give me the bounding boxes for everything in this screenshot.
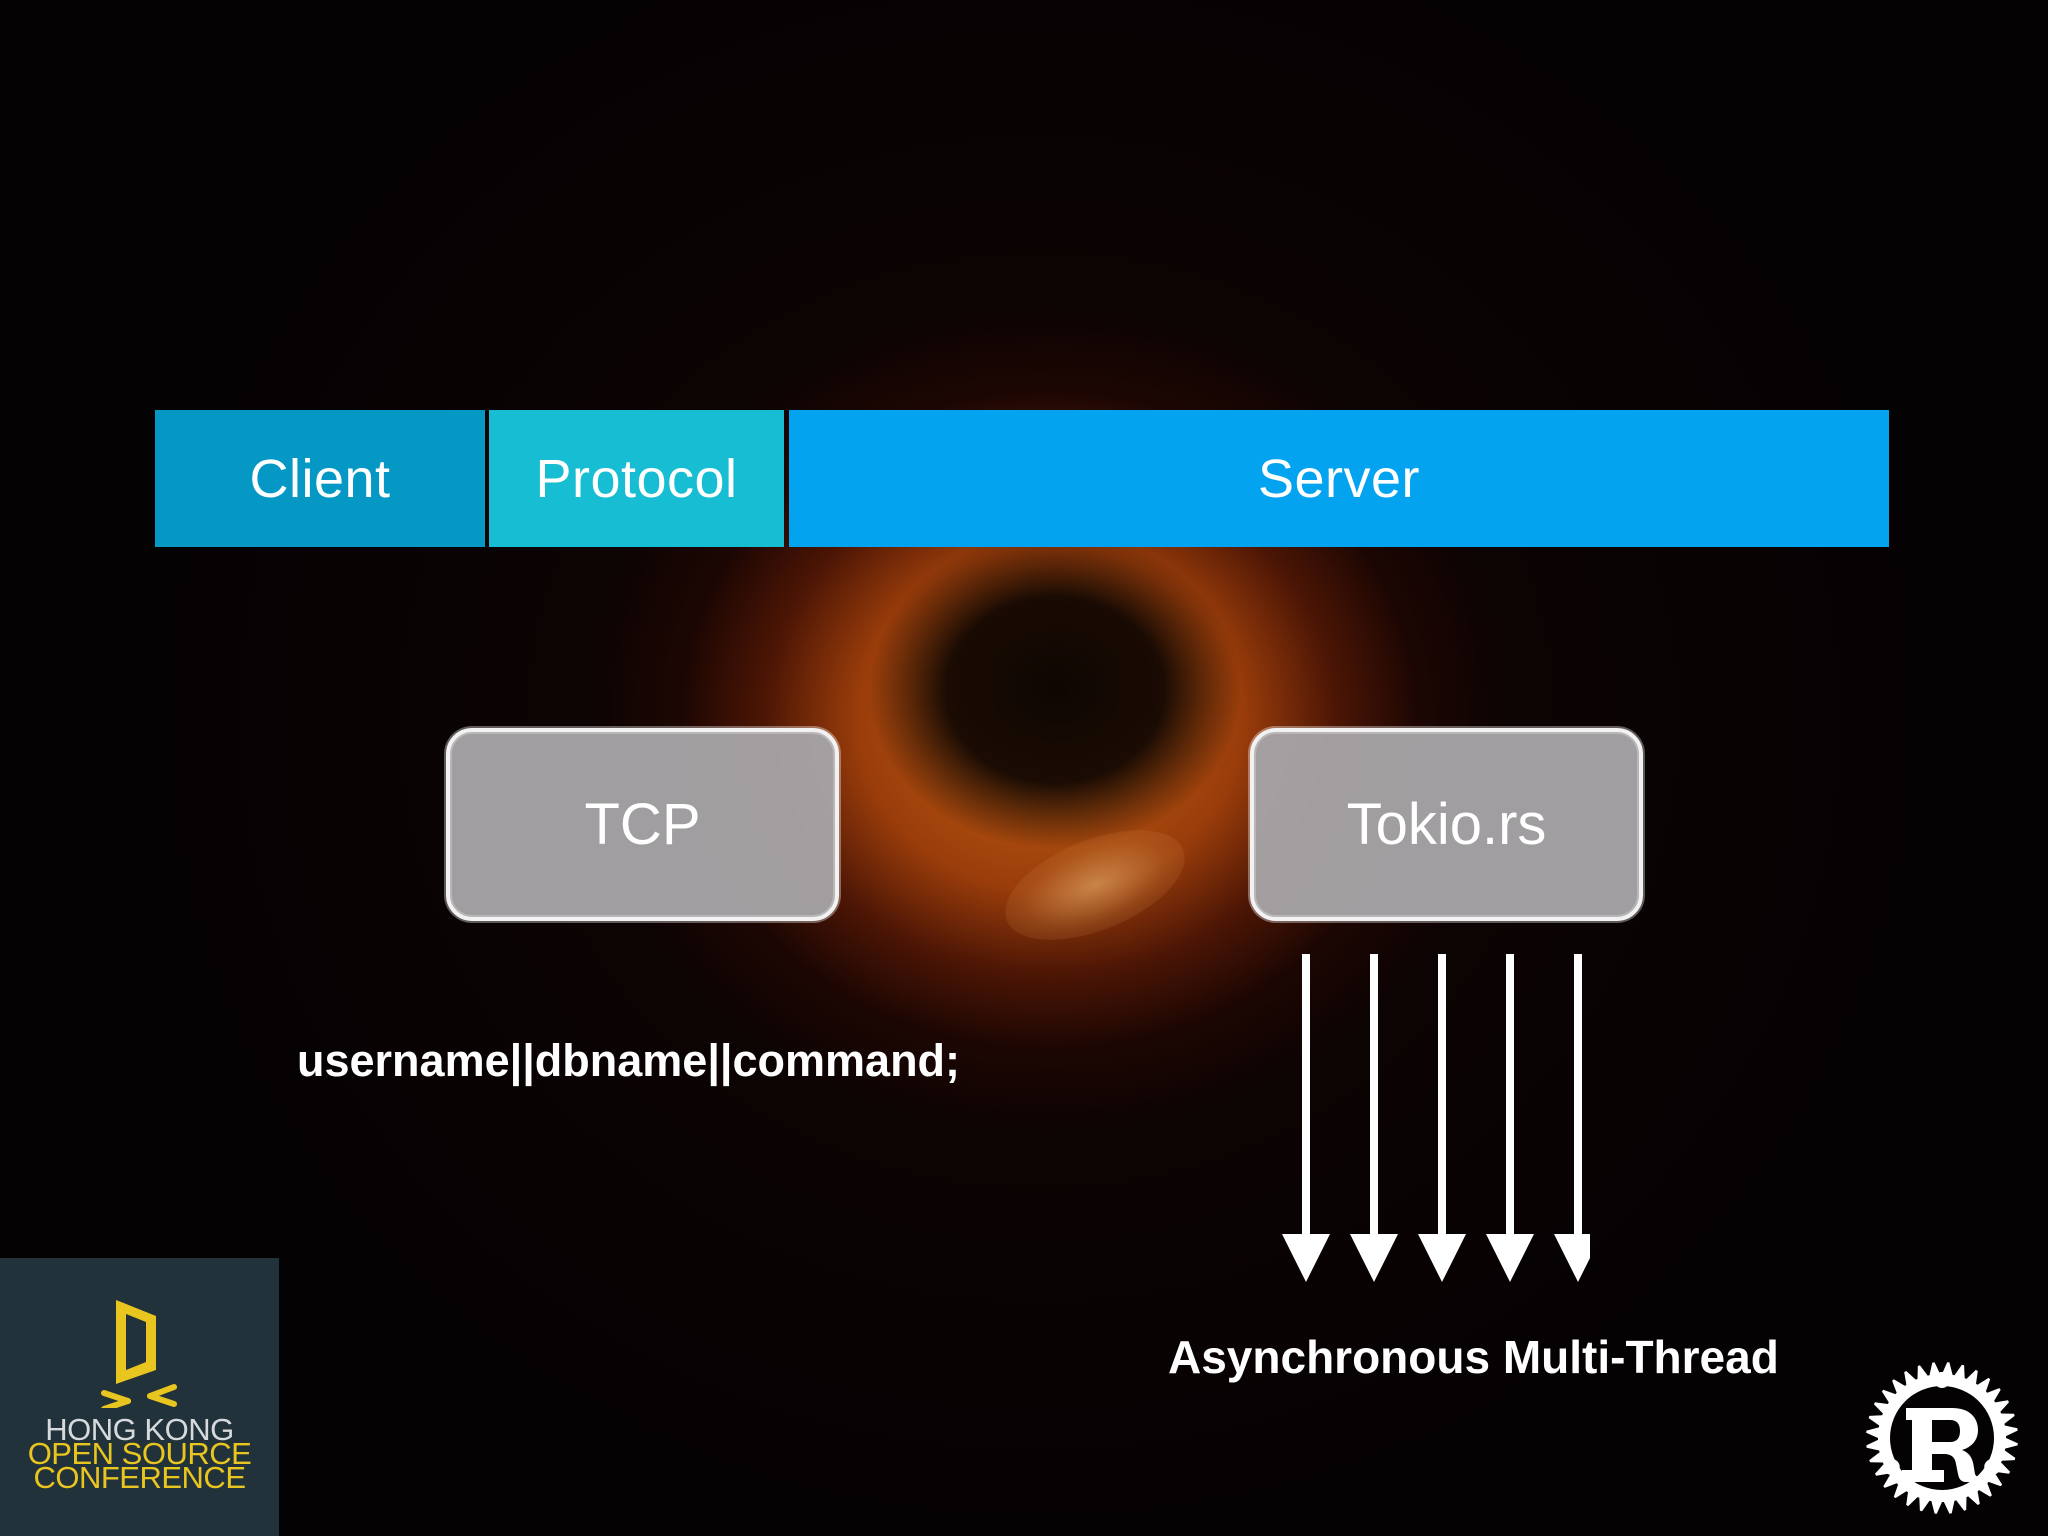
rust-logo-icon <box>1866 1362 2018 1514</box>
tcp-box-label: TCP <box>584 792 701 857</box>
async-multithread-label: Asynchronous Multi-Thread <box>1168 1331 1779 1383</box>
logo-line-hong-kong: HONG KONG <box>45 1412 234 1447</box>
logo-line-conference: CONFERENCE <box>33 1460 246 1495</box>
layer-server: Server <box>789 410 1889 547</box>
layer-protocol: Protocol <box>489 410 784 547</box>
logo-line-open-source: OPEN SOURCE <box>27 1436 252 1471</box>
thread-arrow <box>1282 954 1330 1282</box>
protocol-format-text: username||dbname||command; <box>297 1035 961 1086</box>
layer-protocol-label: Protocol <box>535 448 738 509</box>
thread-arrow <box>1554 954 1590 1282</box>
tokio-box-label: Tokio.rs <box>1346 792 1547 857</box>
door-icon <box>101 1300 177 1412</box>
tcp-box: TCP <box>446 728 839 921</box>
layer-server-label: Server <box>1257 448 1421 509</box>
background-glow <box>990 807 1200 963</box>
thread-arrow <box>1486 954 1534 1282</box>
hong-kong-open-source-conference-logo: HONG KONG OPEN SOURCE CONFERENCE <box>0 1258 279 1536</box>
layer-client-label: Client <box>249 448 391 509</box>
layer-client: Client <box>155 410 485 547</box>
tokio-box: Tokio.rs <box>1250 728 1643 921</box>
thread-arrow <box>1350 954 1398 1282</box>
thread-arrows <box>1282 954 1590 1282</box>
thread-arrow <box>1418 954 1466 1282</box>
